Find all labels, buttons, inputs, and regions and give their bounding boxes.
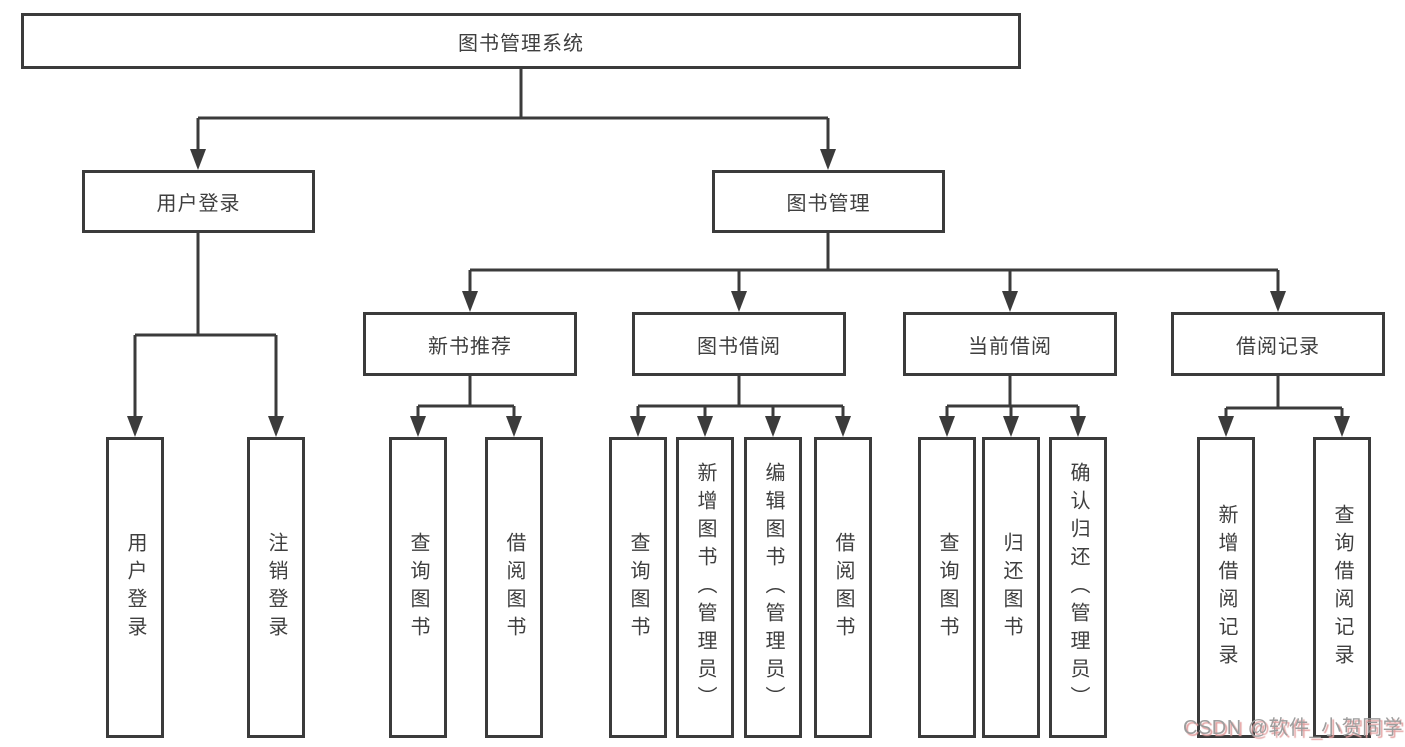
arrowhead-icon	[410, 416, 426, 437]
leaf-current-query-book-label: 查询图书	[936, 531, 958, 644]
arrowhead-icon	[1003, 416, 1019, 437]
arrowhead-icon	[1070, 416, 1086, 437]
node-current-borrow-label: 当前借阅	[968, 335, 1052, 358]
leaf-borrow-add-book-admin-label: 新增图书（管理员）	[694, 461, 716, 714]
leaf-current-return-book-label: 归还图书	[1000, 531, 1022, 644]
arrowhead-icon	[506, 416, 522, 437]
node-book-management-label: 图书管理	[786, 193, 871, 215]
arrowhead-icon	[127, 416, 143, 437]
node-book-borrow-label: 图书借阅	[697, 335, 781, 358]
node-user-login-label: 用户登录	[156, 193, 241, 215]
node-book-management: 图书管理	[712, 170, 945, 233]
leaf-user-login: 用户登录	[106, 437, 164, 738]
arrowhead-icon	[697, 416, 713, 437]
arrowhead-icon	[1270, 291, 1286, 312]
leaf-logout-label: 注销登录	[265, 531, 287, 644]
arrowhead-icon	[1218, 416, 1234, 437]
arrowhead-icon	[462, 291, 478, 312]
arrowhead-icon	[190, 149, 206, 170]
leaf-current-return-book: 归还图书	[982, 437, 1040, 738]
connector-borrow-records-group	[1224, 376, 1344, 418]
arrowhead-icon	[765, 416, 781, 437]
node-current-borrow: 当前借阅	[903, 312, 1117, 376]
arrowhead-icon	[820, 149, 836, 170]
leaf-recommend-query-book-label: 查询图书	[407, 531, 429, 644]
leaf-borrow-borrow-book-label: 借阅图书	[832, 531, 854, 644]
node-user-login: 用户登录	[82, 170, 315, 233]
leaf-recommend-borrow-book: 借阅图书	[485, 437, 543, 738]
connector-new-book-recommend-group	[416, 376, 516, 418]
leaf-borrow-borrow-book: 借阅图书	[814, 437, 872, 738]
arrowhead-icon	[731, 291, 747, 312]
arrowhead-icon	[630, 416, 646, 437]
leaf-current-confirm-return-admin-label: 确认归还（管理员）	[1067, 461, 1089, 714]
leaf-records-add-record-label: 新增借阅记录	[1215, 503, 1237, 672]
watermark: CSDN @软件_小贺同学	[1183, 717, 1404, 739]
leaf-records-query-record: 查询借阅记录	[1313, 437, 1371, 738]
node-library-management-system: 图书管理系统	[21, 13, 1021, 69]
leaf-logout: 注销登录	[247, 437, 305, 738]
node-new-book-recommend-label: 新书推荐	[428, 335, 512, 358]
leaf-borrow-edit-book-admin: 编辑图书（管理员）	[744, 437, 802, 738]
connector-book-borrow-group	[636, 376, 845, 418]
leaf-user-login-label: 用户登录	[124, 531, 146, 644]
connector-root-to-level1	[196, 68, 830, 152]
leaf-recommend-borrow-book-label: 借阅图书	[503, 531, 525, 644]
connector-book-management-to-level2	[468, 233, 1280, 293]
node-book-borrow: 图书借阅	[632, 312, 846, 376]
leaf-borrow-edit-book-admin-label: 编辑图书（管理员）	[762, 461, 784, 714]
leaf-current-query-book: 查询图书	[918, 437, 976, 738]
node-new-book-recommend: 新书推荐	[363, 312, 577, 376]
arrowhead-icon	[1002, 291, 1018, 312]
leaf-current-confirm-return-admin: 确认归还（管理员）	[1049, 437, 1107, 738]
node-borrow-records: 借阅记录	[1171, 312, 1385, 376]
arrowhead-icon	[1334, 416, 1350, 437]
leaf-records-add-record: 新增借阅记录	[1197, 437, 1255, 738]
arrowheads	[127, 149, 1350, 437]
node-library-management-system-label: 图书管理系统	[458, 32, 584, 55]
node-borrow-records-label: 借阅记录	[1236, 335, 1320, 358]
connector-current-borrow-group	[945, 376, 1080, 418]
leaf-recommend-query-book: 查询图书	[389, 437, 447, 738]
arrowhead-icon	[268, 416, 284, 437]
arrowhead-icon	[939, 416, 955, 437]
leaf-records-query-record-label: 查询借阅记录	[1331, 503, 1353, 672]
leaf-borrow-query-book: 查询图书	[609, 437, 667, 738]
arrowhead-icon	[835, 416, 851, 437]
leaf-borrow-add-book-admin: 新增图书（管理员）	[676, 437, 734, 738]
leaf-borrow-query-book-label: 查询图书	[627, 531, 649, 644]
connector-user-login-group	[133, 233, 278, 418]
